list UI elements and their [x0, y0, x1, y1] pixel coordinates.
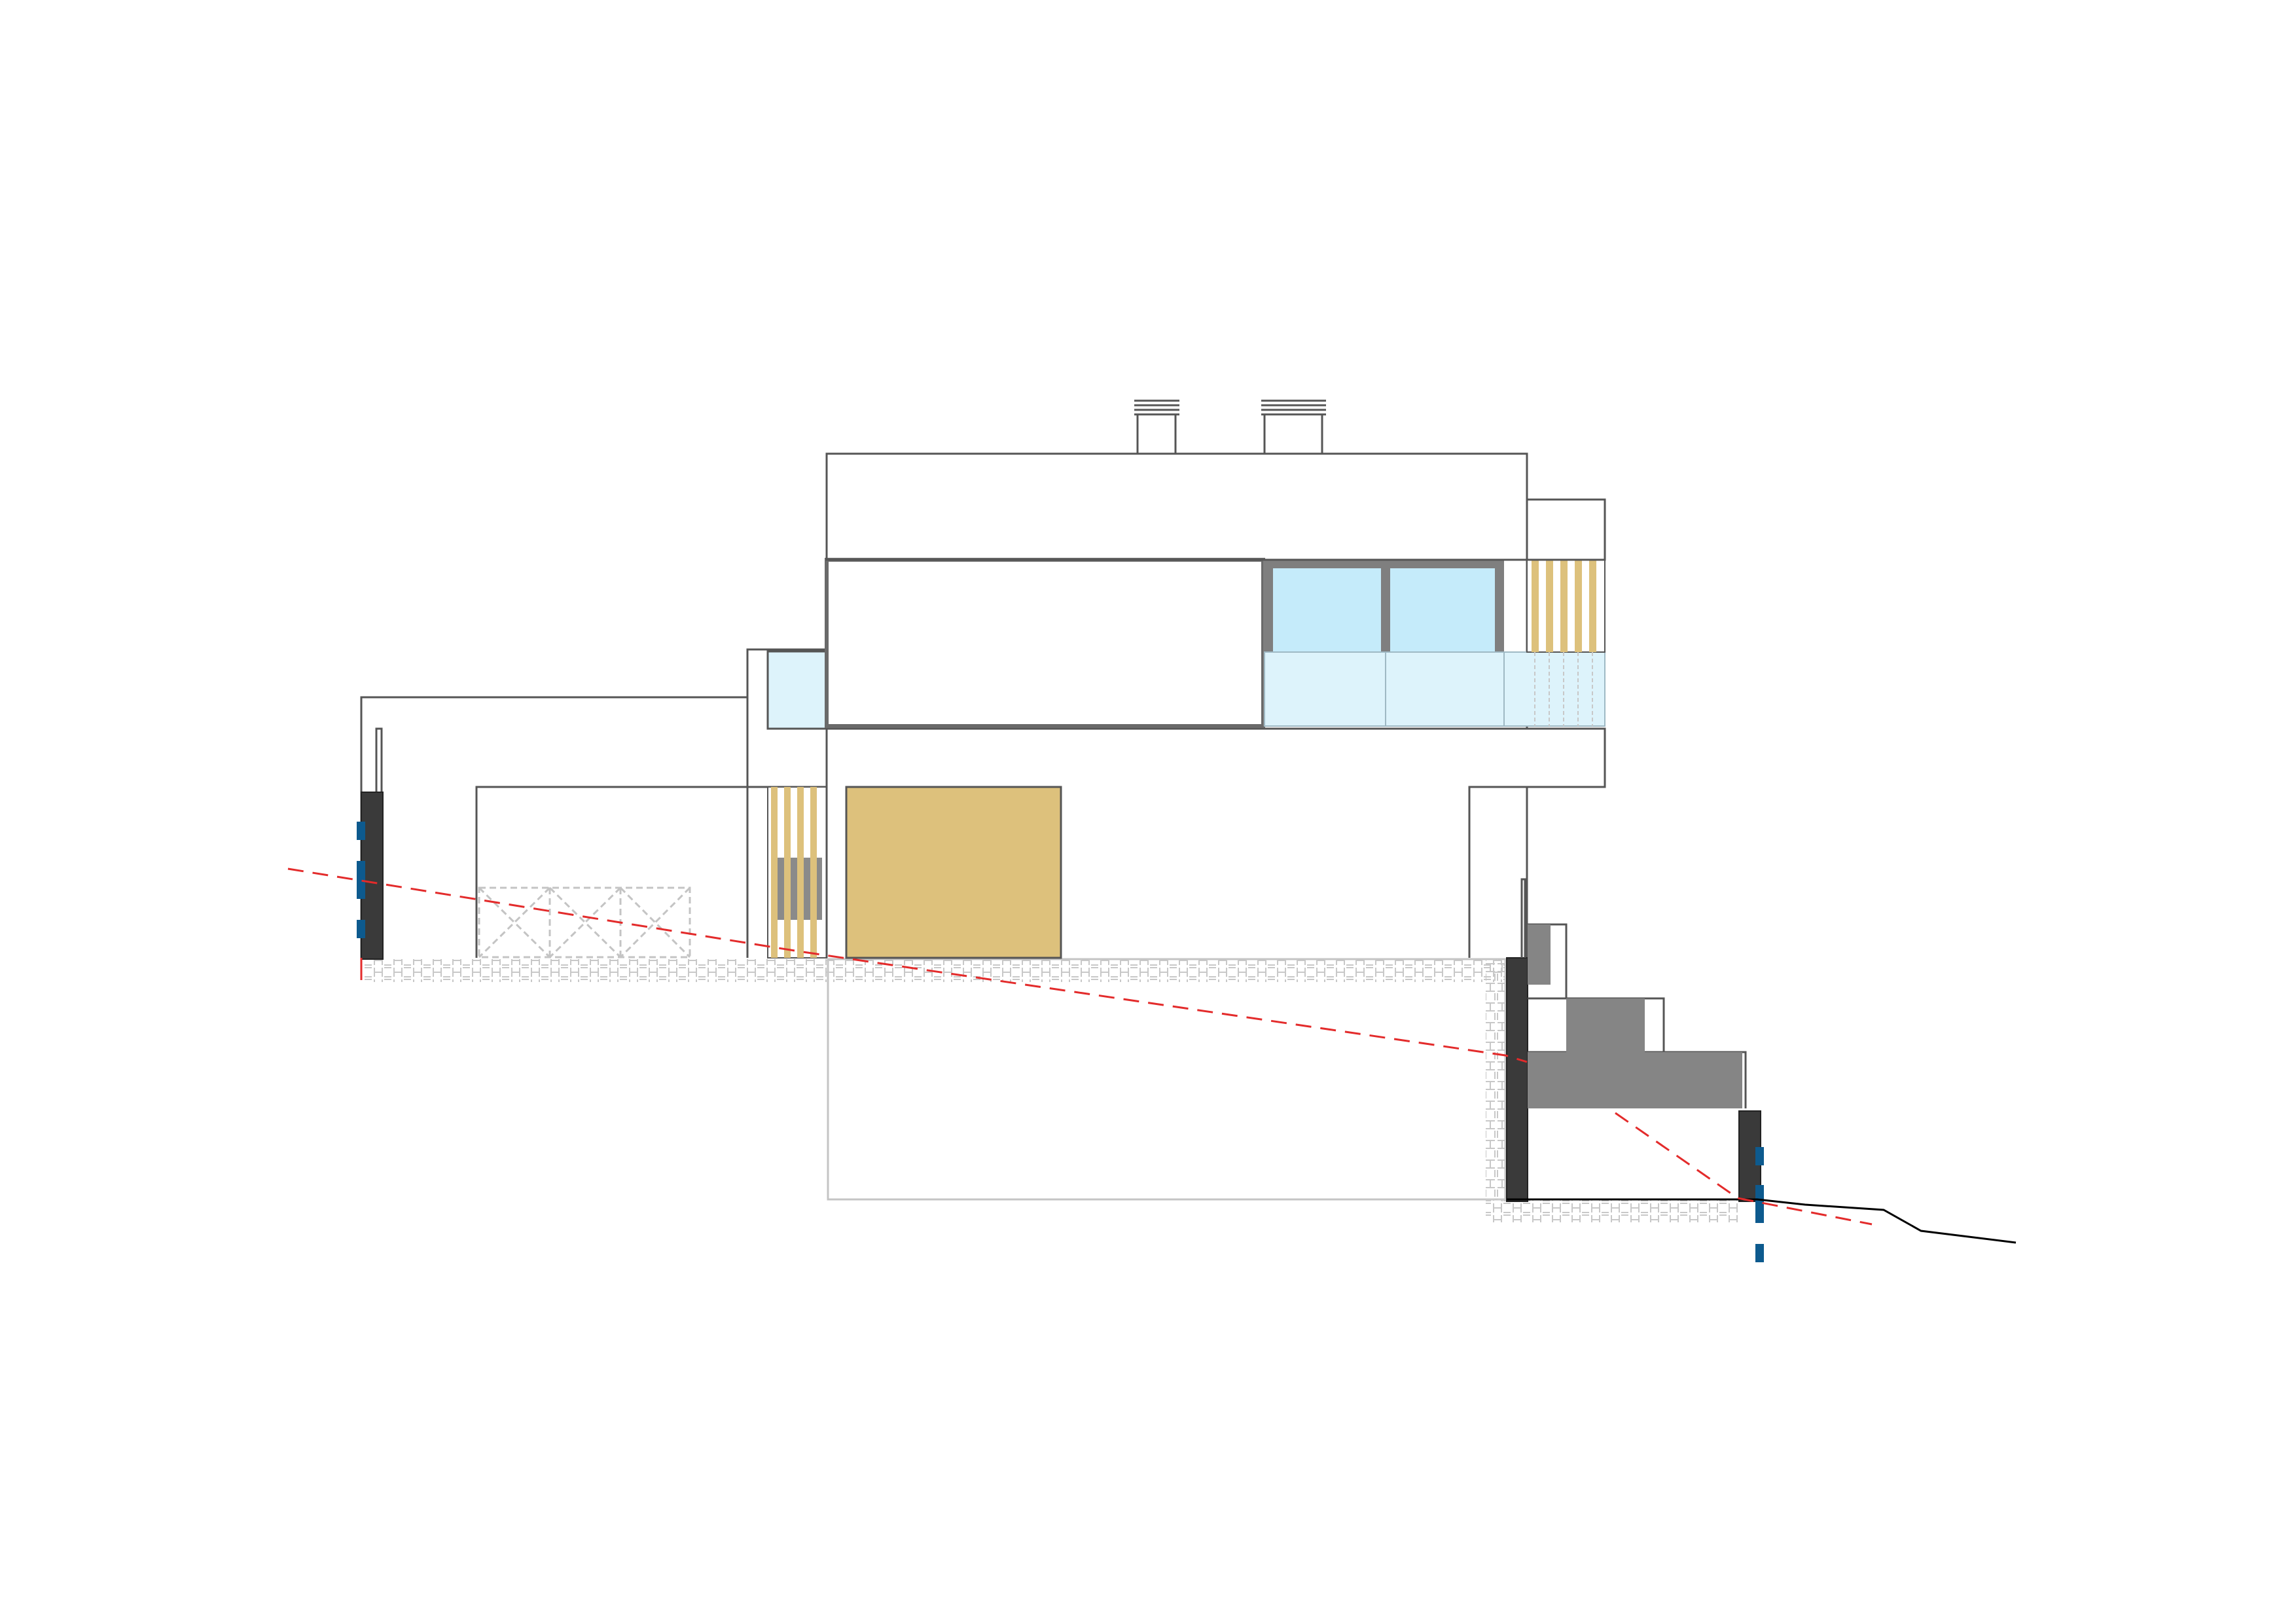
upper-window-glass-left [1273, 568, 1381, 652]
garage-opening [475, 786, 747, 958]
chimney-vent-icon [1134, 399, 1179, 455]
lower-ground-slab-hatch [1486, 1199, 1738, 1222]
wood-entrance-door [845, 786, 1062, 959]
upper-floor-solid-panel [825, 558, 1265, 728]
basement-outline [827, 958, 1507, 1201]
roof-volume [825, 452, 1528, 561]
garage-gate [478, 886, 691, 958]
balcony-wood-slats [1526, 559, 1605, 726]
balcony-parapet [1526, 498, 1606, 561]
main-ground-floor [825, 727, 1606, 958]
left-blue-markers [357, 822, 365, 938]
balcony-glass-railing [1264, 651, 1605, 727]
parapet-thin-wall [375, 727, 383, 795]
right-blue-markers [1755, 1147, 1764, 1262]
retaining-wall-hatch [1486, 959, 1507, 1201]
right-parapet-thin-wall [1520, 878, 1526, 958]
ground-floor-recess [1468, 786, 1527, 958]
chimney-vent-icon [1261, 399, 1326, 455]
upper-window-glass-right [1390, 568, 1495, 652]
right-retaining-wall [1506, 957, 1528, 1202]
entrance-wood-slats [767, 786, 827, 958]
ground-terrain-line [1507, 1198, 2017, 1244]
natural-terrain-line [287, 867, 1528, 1063]
exterior-steps [1528, 923, 1747, 1108]
connector-glass [766, 650, 828, 730]
